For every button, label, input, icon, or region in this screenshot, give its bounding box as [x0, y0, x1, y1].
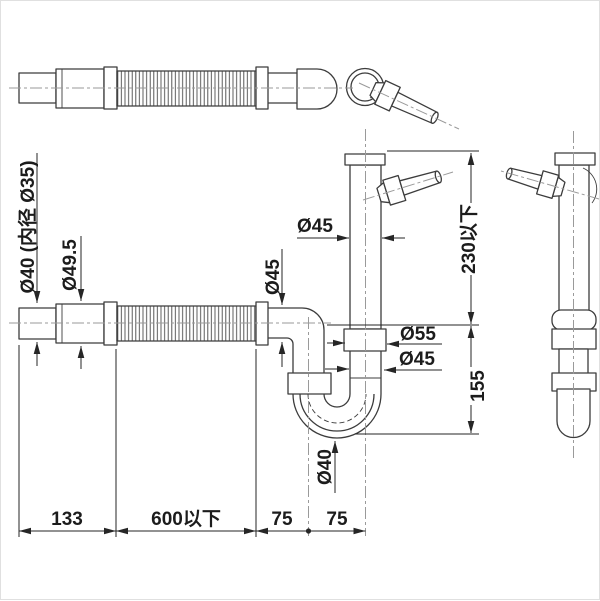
side-view	[505, 152, 598, 439]
dim-label-75b: 75	[326, 509, 348, 530]
dim-label-inlet-pipe: Ø45	[263, 259, 284, 295]
dimension-labels: Ø40 (内径 Ø35) Ø49.5 Ø45 Ø45 Ø55 Ø45 Ø40 1…	[16, 160, 489, 530]
dim-label-600: 600以下	[151, 508, 221, 530]
inlet-elbow-inner	[268, 337, 294, 373]
dim-label-outlet-pipe: Ø45	[399, 349, 435, 370]
centerline-spout-side	[500, 170, 600, 200]
front-view	[18, 153, 442, 439]
centerline-spout-top	[358, 82, 460, 130]
socket-sleeve-top	[296, 68, 338, 110]
flange-side	[554, 152, 596, 166]
dim-label-75a: 75	[271, 509, 293, 530]
dim-dot-75	[305, 528, 312, 534]
spout-elbow-arc-side	[582, 167, 598, 204]
u-bend-wall-arc	[299, 393, 375, 432]
u-bend-hidden-arc	[307, 393, 367, 424]
centerline-spout-front	[362, 171, 454, 201]
inlet-elbow-outer	[268, 307, 325, 373]
dim-label-trap-bottom: Ø40	[315, 449, 336, 485]
dim-label-hose-outer-inner: Ø40 (内径 Ø35)	[16, 160, 39, 293]
u-bend-inner-arc	[323, 393, 351, 408]
centerlines	[9, 82, 600, 536]
dimension-lines	[18, 150, 479, 537]
trap-slip-nut-left	[287, 372, 332, 395]
dim-label-230: 230以下	[458, 204, 480, 274]
dim-label-155: 155	[468, 370, 489, 402]
dim-label-133: 133	[51, 509, 83, 530]
u-bend-outer-arc	[292, 393, 382, 439]
dim-label-trap-nut: Ø55	[400, 324, 436, 345]
dim-label-tail-pipe: Ø45	[297, 216, 333, 237]
dim-label-hose-nut: Ø49.5	[60, 239, 81, 291]
top-view	[18, 66, 439, 124]
